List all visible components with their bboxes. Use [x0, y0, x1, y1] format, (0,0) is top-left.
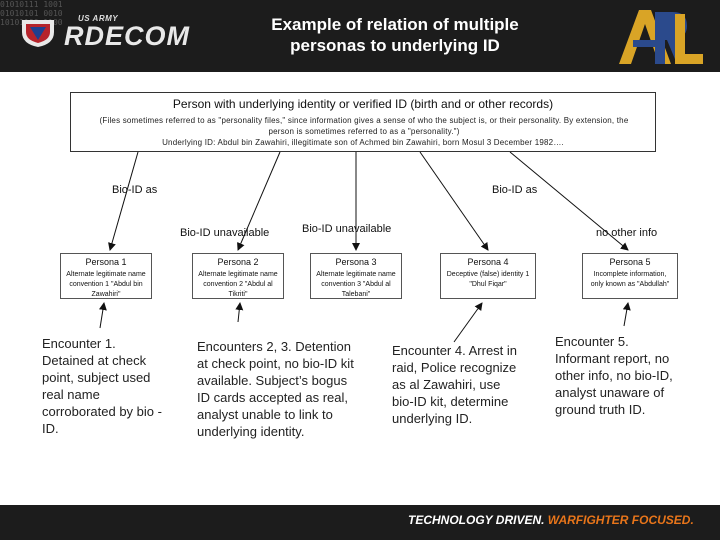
arrow-to-persona-5	[509, 151, 629, 251]
persona-description: Alternate legitimate name convention 1 "…	[66, 271, 146, 298]
footer-bar: TECHNOLOGY DRIVEN. WARFIGHTER FOCUSED.	[0, 505, 720, 540]
underlying-identity-box: Person with underlying identity or verif…	[70, 92, 656, 152]
encounter-5-text: Encounter 5. Informant report, no other …	[555, 334, 673, 417]
persona-title: Persona 5	[609, 257, 651, 267]
arrow-encounter-4	[453, 302, 483, 343]
tagline-warfighter-focused: WARFIGHTER FOCUSED.	[547, 513, 694, 527]
arrow-to-persona-1	[108, 151, 139, 251]
arrow-to-persona-4	[419, 151, 489, 251]
slide-title: Example of relation of multiple personas…	[230, 14, 560, 56]
rdecom-logo: US ARMY RDECOM	[20, 14, 220, 51]
encounters-2-3-text: Encounters 2, 3. Detention at check poin…	[197, 339, 354, 439]
us-army-label: US ARMY	[78, 14, 119, 23]
slide-title-line-2: personas to underlying ID	[290, 36, 500, 55]
rdecom-wordmark: RDECOM	[64, 21, 190, 51]
persona-box-5: Persona 5 Incomplete information, only k…	[582, 253, 678, 299]
persona-title: Persona 3	[335, 257, 377, 267]
persona-description: Deceptive (false) identity 1 "Dhul Fiqar…	[446, 271, 530, 288]
personality-files-note: (Files sometimes referred to as "persona…	[99, 116, 629, 136]
underlying-id-text: Underlying ID: Abdul bin Zawahiri, illeg…	[162, 138, 564, 147]
arrow-to-persona-2	[237, 151, 281, 251]
footer-tagline: TECHNOLOGY DRIVEN. WARFIGHTER FOCUSED.	[408, 513, 694, 527]
arrow-encounters-2-3	[235, 302, 244, 323]
persona-title: Persona 2	[217, 257, 259, 267]
encounter-4-text: Encounter 4. Arrest in raid, Police reco…	[392, 343, 518, 426]
slide-title-line-1: Example of relation of multiple	[271, 15, 519, 34]
bio-id-unavailable-label-3: Bio-ID unavailable	[302, 223, 392, 235]
persona-description: Alternate legitimate name convention 3 "…	[316, 271, 396, 298]
bio-id-unavailable-label-2: Bio-ID unavailable	[180, 227, 270, 239]
bio-id-label-right: Bio-ID as	[492, 184, 538, 196]
persona-box-4: Persona 4 Deceptive (false) identity 1 "…	[440, 253, 536, 299]
persona-box-3: Persona 3 Alternate legitimate name conv…	[310, 253, 402, 299]
tagline-technology-driven: TECHNOLOGY DRIVEN.	[408, 513, 548, 527]
no-other-info-label: no other info	[596, 227, 658, 239]
header-bar: 01010111 1001 01010101 0010 10101100 110…	[0, 0, 720, 72]
army-shield-icon	[22, 20, 54, 47]
persona-title: Persona 1	[85, 257, 127, 267]
bio-id-label-left: Bio-ID as	[112, 184, 158, 196]
arrow-encounter-5	[622, 302, 631, 327]
arl-logo	[619, 10, 703, 64]
arrow-encounter-1	[98, 302, 107, 329]
encounter-1-text: Encounter 1. Detained at check point, su…	[42, 336, 162, 436]
persona-description: Alternate legitimate name convention 2 "…	[198, 271, 278, 298]
persona-description: Incomplete information, only known as "A…	[590, 271, 670, 288]
persona-box-1: Persona 1 Alternate legitimate name conv…	[60, 253, 152, 299]
persona-box-2: Persona 2 Alternate legitimate name conv…	[192, 253, 284, 299]
underlying-identity-title: Person with underlying identity or verif…	[172, 97, 554, 111]
persona-title: Persona 4	[467, 257, 509, 267]
